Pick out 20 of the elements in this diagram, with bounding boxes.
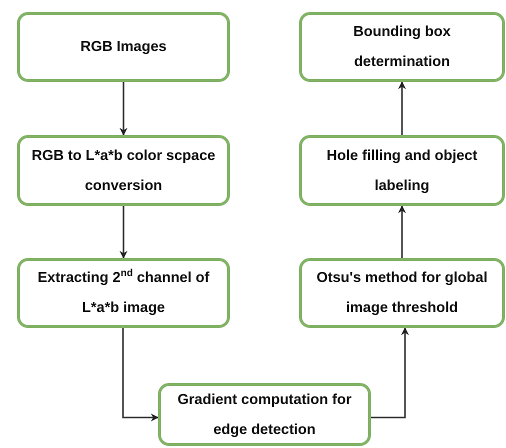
step-text: RGB to L*a*b color scpace conversion — [30, 146, 216, 196]
step-text: Gradient computation for edge detection — [176, 390, 352, 440]
arrow — [122, 328, 159, 422]
arrow — [398, 205, 406, 258]
step-text: Bounding box determination — [352, 23, 452, 72]
arrow — [120, 82, 128, 136]
step-text: Hole filling and object labeling — [326, 146, 478, 196]
arrow — [371, 327, 409, 418]
arrow — [120, 206, 128, 259]
step-text: RGB Images — [80, 38, 167, 57]
process-box — [158, 383, 371, 446]
process-box — [299, 12, 505, 82]
process-box — [17, 135, 230, 206]
arrow — [398, 81, 406, 135]
step-text: Extracting 2$^{nd}$ channel of L*a*b image — [36, 267, 210, 318]
step-text: Otsu's method for global image threshold — [315, 269, 488, 318]
process-box — [17, 12, 230, 82]
process-box — [299, 258, 505, 328]
process-box — [299, 135, 505, 206]
process-box — [17, 258, 230, 328]
